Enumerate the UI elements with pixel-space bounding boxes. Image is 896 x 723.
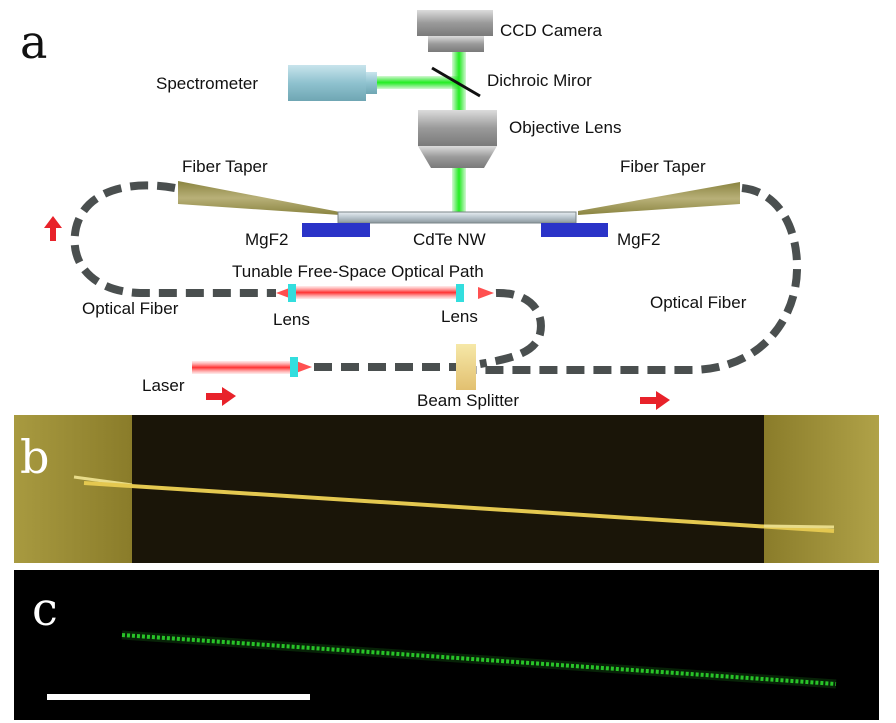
cdte-nanowire bbox=[337, 211, 577, 224]
optical-fiber-left-loop bbox=[70, 181, 276, 297]
fiber-taper-left-label: Fiber Taper bbox=[182, 157, 268, 176]
fiber-taper-right bbox=[578, 182, 740, 215]
beam-splitter-icon bbox=[456, 344, 476, 390]
laser-lens-cone bbox=[296, 361, 312, 373]
green-beam-horizontal bbox=[375, 76, 459, 89]
optical-fiber-right-loop bbox=[476, 184, 802, 374]
free-space-path-label: Tunable Free-Space Optical Path bbox=[232, 262, 484, 281]
up-arrow-icon bbox=[44, 216, 62, 241]
scale-bar bbox=[47, 694, 310, 700]
right-pad bbox=[764, 415, 879, 563]
spectrometer-label: Spectrometer bbox=[156, 74, 258, 93]
panel-label-b: b bbox=[20, 430, 49, 484]
laser-lens-icon bbox=[290, 357, 298, 377]
red-beam-free-space bbox=[290, 286, 462, 299]
fiber-taper-left bbox=[178, 181, 340, 215]
laser-label: Laser bbox=[142, 376, 185, 395]
fluorescence-image-panel: c bbox=[14, 570, 879, 720]
lens-left-icon bbox=[288, 284, 296, 302]
fiber-taper-right-label: Fiber Taper bbox=[620, 157, 706, 176]
dark-gap bbox=[14, 415, 879, 563]
green-beam-vertical-bottom bbox=[452, 168, 466, 214]
optical-fiber-right-label: Optical Fiber bbox=[650, 293, 747, 312]
nanowire-image bbox=[83, 481, 835, 533]
dichroic-mirror-icon bbox=[431, 66, 481, 98]
ccd-camera-icon bbox=[417, 10, 493, 52]
mgf2-block-right bbox=[541, 223, 608, 237]
right-arrow-icon bbox=[640, 391, 670, 410]
beam-splitter-label: Beam Splitter bbox=[417, 391, 519, 410]
mgf2-right-label: MgF2 bbox=[617, 230, 660, 249]
lens-left-label: Lens bbox=[273, 310, 310, 329]
panel-label-a: a bbox=[20, 15, 47, 69]
objective-lens-icon bbox=[418, 110, 497, 168]
cdte-nw-label: CdTe NW bbox=[413, 230, 486, 249]
ccd-camera-label: CCD Camera bbox=[500, 21, 603, 40]
objective-lens-label: Objective Lens bbox=[509, 118, 621, 137]
mgf2-block-left bbox=[302, 223, 370, 237]
optical-fiber-left-label: Optical Fiber bbox=[82, 299, 179, 318]
nanowire-fluorescence-glow bbox=[121, 630, 837, 689]
nanowire-fluorescence bbox=[121, 633, 837, 686]
dichroic-mirror-label: Dichroic Miror bbox=[487, 71, 592, 90]
optical-micrograph-panel: b bbox=[14, 415, 879, 563]
lens-right-icon bbox=[456, 284, 464, 302]
optical-fiber-return-loop bbox=[479, 288, 545, 368]
left-pad bbox=[14, 415, 132, 563]
panel-label-c: c bbox=[32, 582, 58, 636]
lens-right-label: Lens bbox=[441, 307, 478, 326]
experimental-setup-diagram: a CCD Camera Dichroic Miror Spectrometer… bbox=[20, 10, 802, 410]
spectrometer-icon bbox=[288, 65, 377, 101]
right-arrow-icon bbox=[206, 387, 236, 406]
red-beam-laser bbox=[192, 361, 296, 374]
lens-right-cone bbox=[478, 287, 494, 299]
mgf2-left-label: MgF2 bbox=[245, 230, 288, 249]
right-taper-tip bbox=[763, 524, 835, 529]
